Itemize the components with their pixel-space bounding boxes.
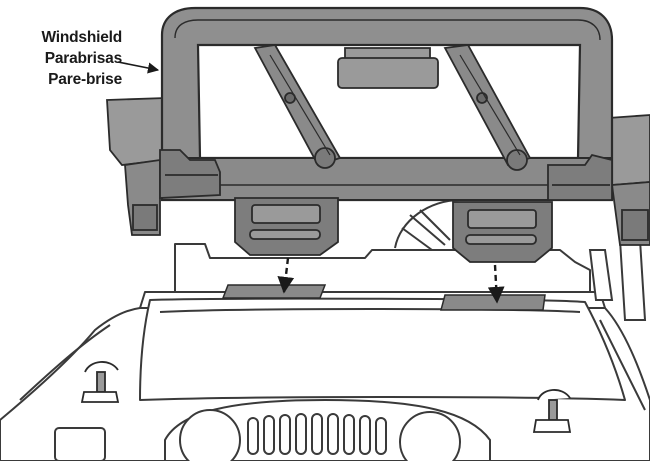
left-mount-pad [221, 284, 327, 299]
bottom-rail [161, 157, 613, 201]
alignment-arrows [277, 257, 505, 304]
grille-slots [247, 413, 387, 455]
arrow-left-icon [117, 61, 160, 74]
arrow-down-icon [277, 257, 295, 294]
hood-bulge [139, 297, 626, 401]
right-headlight [399, 411, 461, 466]
left-headlight [179, 409, 241, 466]
left-side-bracket [106, 97, 166, 236]
left-wiper-arm [253, 44, 342, 169]
vehicle-body [0, 243, 650, 462]
left-hinge [234, 197, 339, 256]
left-turn-signal [54, 427, 106, 462]
arrow-down-icon [487, 264, 505, 304]
right-end-cap [547, 153, 613, 201]
callout-line-english: Windshield [41, 29, 122, 46]
rearview-mirror [337, 47, 439, 89]
hood-latches [80, 361, 572, 433]
windshield-assembly [106, 6, 650, 263]
callout-line-french: Pare-brise [48, 71, 122, 88]
right-fender [599, 319, 646, 411]
right-hood-latch [532, 389, 572, 433]
mount-pads [221, 284, 546, 311]
left-hood-latch [80, 361, 120, 403]
left-fender [19, 324, 111, 401]
callout-line-spanish: Parabrisas [44, 50, 122, 67]
right-mount-pad [440, 294, 546, 311]
grille [54, 398, 491, 466]
right-hinge [452, 201, 553, 263]
right-side-bracket [607, 114, 650, 246]
steering-wheel [394, 199, 461, 251]
callout-leader [117, 61, 160, 74]
right-wiper-arm [443, 44, 532, 171]
frame-bevel [174, 19, 601, 41]
left-end-cap [159, 149, 221, 199]
windshield-callout-label: Windshield Parabrisas Pare-brise [0, 27, 122, 90]
